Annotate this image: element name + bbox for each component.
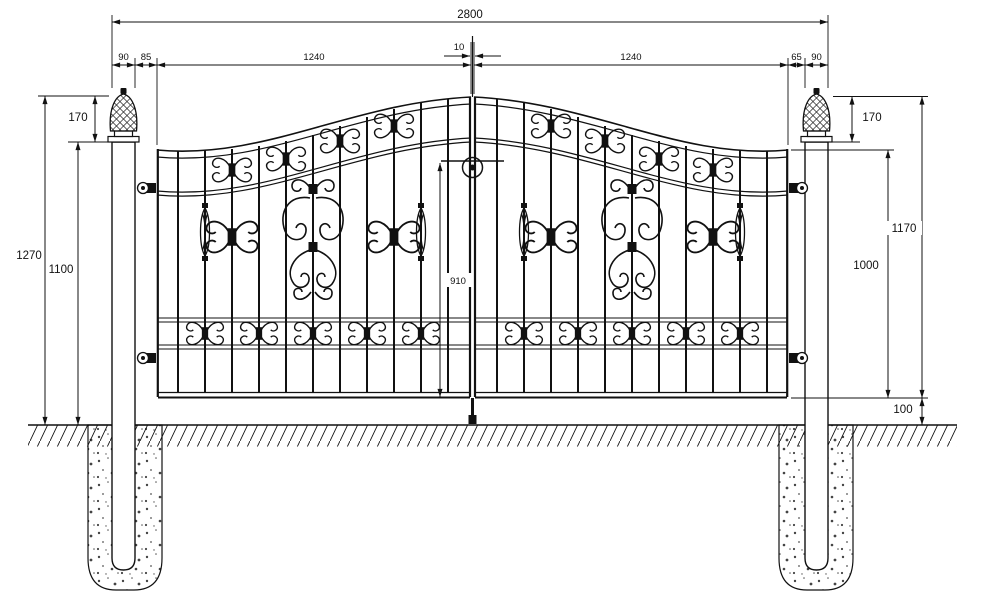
ground-hatch xyxy=(28,425,957,447)
dim-right-post-gap: 65 xyxy=(791,52,802,63)
post-finial-left xyxy=(107,87,140,143)
gate-leaf-left xyxy=(156,96,472,399)
dim-right-leaf-width: 1240 xyxy=(620,52,641,63)
posts xyxy=(107,87,833,571)
gate-bars-right xyxy=(496,99,768,392)
hinge-left-top xyxy=(136,181,157,195)
dim-left-post-width: 90 xyxy=(118,52,129,63)
dim-left-post-height: 1100 xyxy=(49,264,74,276)
dim-right-finial-height: 170 xyxy=(862,112,881,124)
post-right xyxy=(804,141,829,571)
dim-left-leaf-width: 1240 xyxy=(303,52,324,63)
dim-left-post-gap: 85 xyxy=(141,52,152,63)
dim-gate-overall-height: 1170 xyxy=(892,223,917,235)
hinge-right-top xyxy=(788,181,809,195)
hinge-right-bottom xyxy=(788,351,809,365)
drop-bolt-catch xyxy=(468,415,477,424)
dim-right-post-width: 90 xyxy=(811,52,822,63)
dim-left-finial-height: 170 xyxy=(68,112,87,124)
gate-leaf-right xyxy=(473,96,789,399)
gate xyxy=(136,36,809,424)
foundations xyxy=(87,424,854,591)
dim-center-gap: 10 xyxy=(454,42,465,53)
dim-ground-clearance: 100 xyxy=(893,404,912,416)
dim-total-width: 2800 xyxy=(457,9,483,21)
gate-center xyxy=(441,36,504,424)
hinge-left-bottom xyxy=(136,351,157,365)
gate-bars-left xyxy=(177,99,449,392)
dim-gate-frame-height: 1000 xyxy=(853,260,879,272)
post-left xyxy=(111,141,136,571)
ground xyxy=(28,424,957,447)
lock-handle xyxy=(441,156,504,179)
dim-lock-height: 910 xyxy=(450,276,466,287)
dimensions: 2800 90 85 1240 1240 65 90 10 1270 1100 … xyxy=(16,9,928,425)
post-finial-right xyxy=(800,87,833,143)
dim-left-overall-height: 1270 xyxy=(16,250,42,262)
